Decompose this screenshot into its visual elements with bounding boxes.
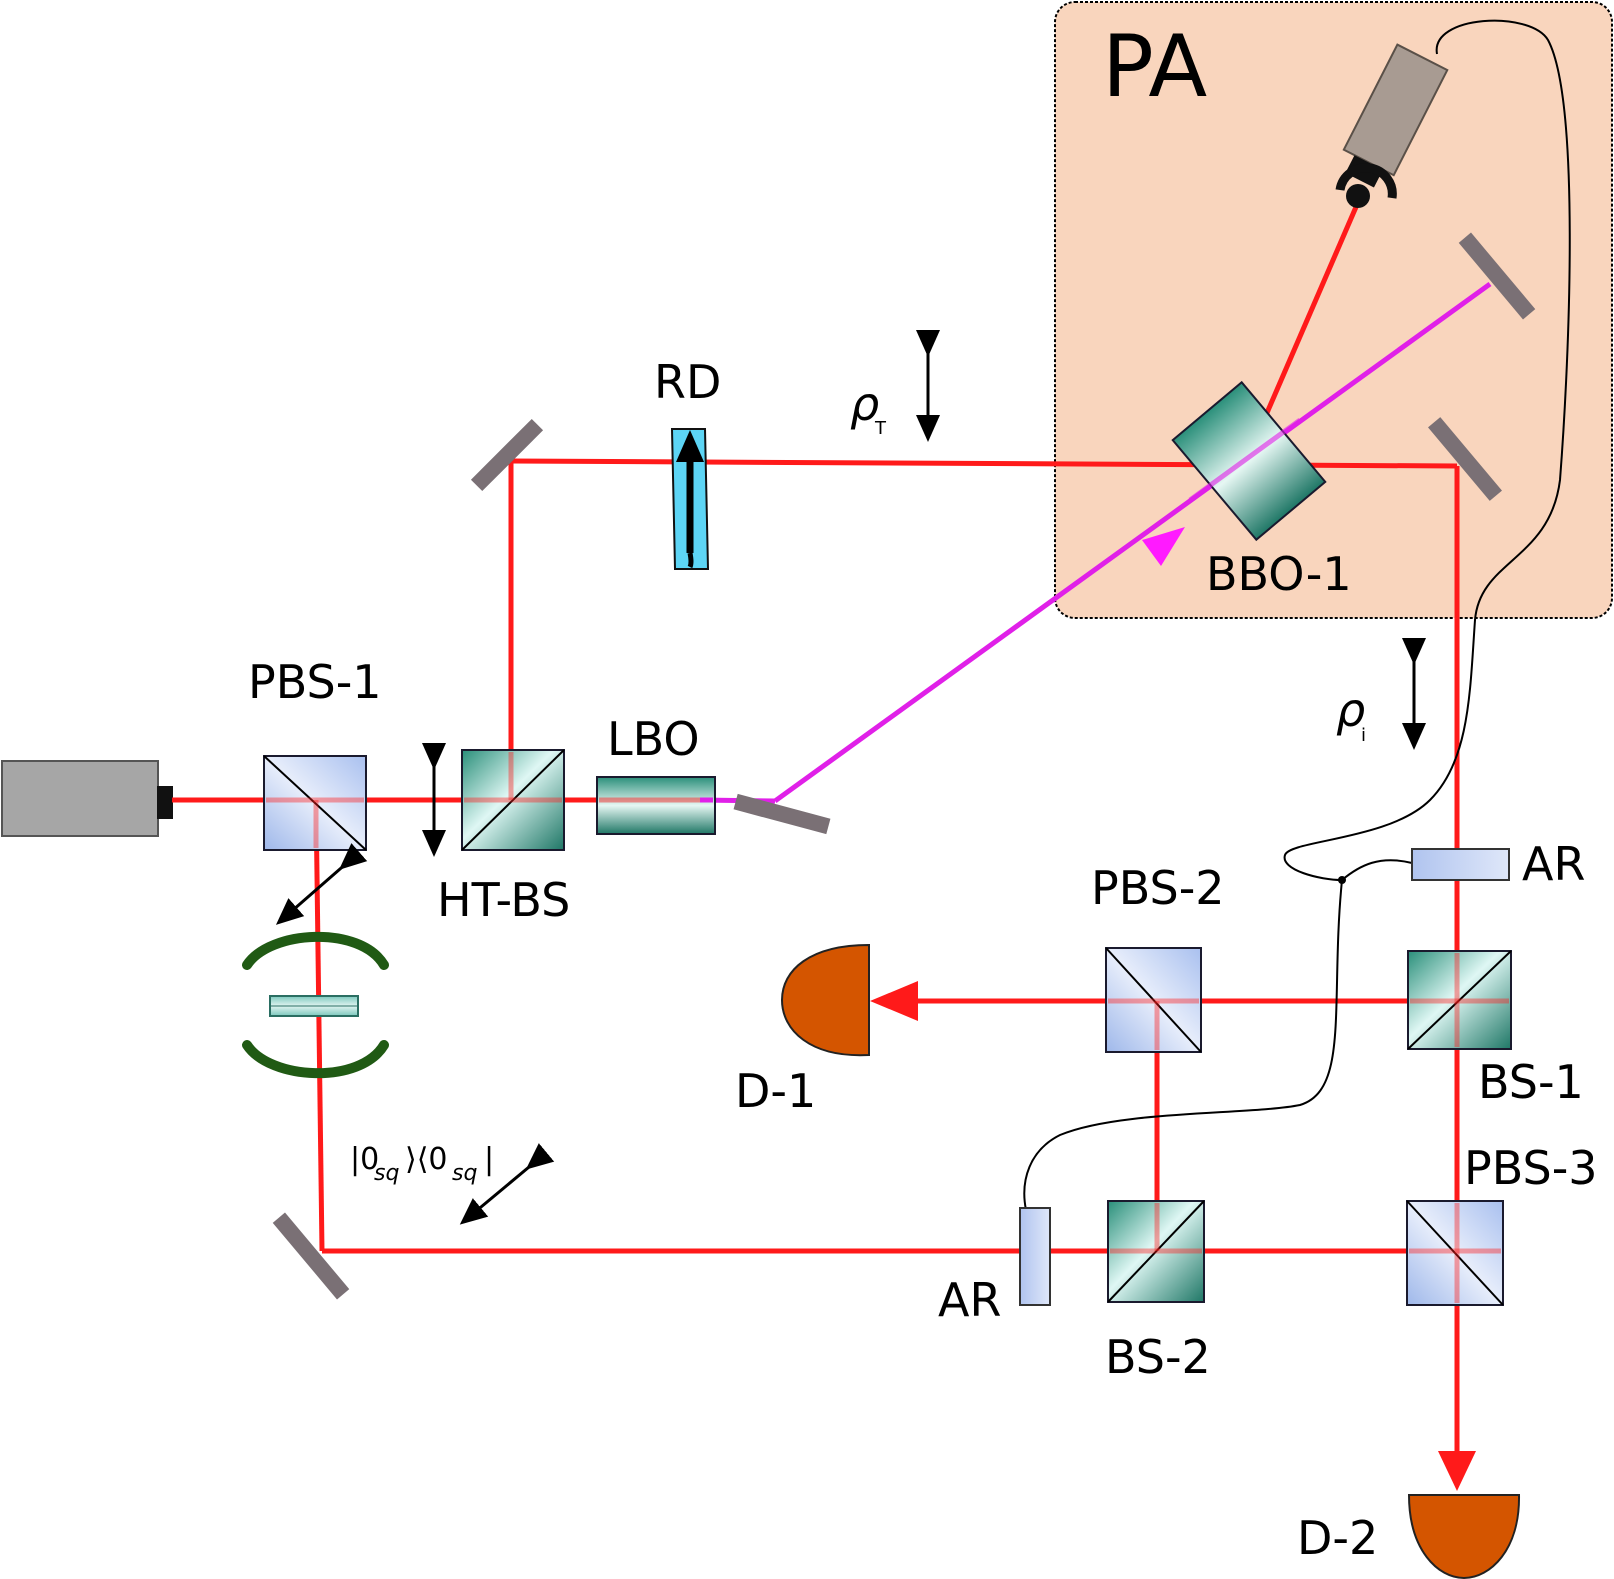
lbo-crystal: [596, 776, 716, 835]
detector-d1: [780, 943, 870, 1057]
arrow-to-d2: [1438, 1451, 1476, 1491]
label-bbo1: BBO-1: [1206, 547, 1352, 601]
ar-plate-top: [1411, 848, 1510, 881]
svg-text:ρ: ρ: [850, 377, 879, 431]
mirrors: [272, 232, 1536, 1300]
detector-d2: [1407, 1494, 1521, 1579]
svg-text:ρ: ρ: [1336, 683, 1365, 737]
label-bs2: BS-2: [1105, 1330, 1211, 1384]
laser-source: [1, 760, 159, 837]
svg-text:T: T: [874, 418, 887, 439]
bbo-beam-overlay: [1188, 417, 1302, 503]
label-d1: D-1: [735, 1064, 816, 1118]
ht-bs: [461, 749, 565, 851]
pbs-2: [1105, 947, 1202, 1053]
label-d2: D-2: [1297, 1511, 1378, 1565]
pbs-1: [263, 755, 367, 851]
lens-assembly: [242, 931, 389, 1079]
arrow-to-d1: [870, 981, 918, 1021]
pa-label: PA: [1102, 17, 1207, 117]
label-rho-t: ρ T: [850, 377, 887, 439]
arrow-pbs1-diag: [275, 843, 368, 925]
svg-text:sq: sq: [374, 1161, 399, 1186]
label-lbo: LBO: [607, 712, 700, 766]
label-ar-top: AR: [1522, 837, 1585, 891]
laser-aperture: [157, 786, 173, 819]
mirror-pa-right: [1428, 417, 1502, 501]
svg-text:|: |: [484, 1142, 494, 1177]
cable-branch: [1341, 859, 1413, 881]
rd-rotator: [670, 428, 710, 570]
bs-2: [1107, 1200, 1205, 1303]
pbs-3: [1406, 1200, 1504, 1306]
svg-text:i: i: [1361, 725, 1366, 746]
mirror-lbo-out: [733, 793, 831, 835]
pump-arrow: [1142, 527, 1185, 566]
arrow-ket-diag: [459, 1143, 555, 1225]
cable: [1023, 19, 1571, 1211]
mirror-top-left: [470, 418, 544, 492]
mirror-pa-top-right: [1458, 232, 1536, 320]
label-ar-bottom: AR: [938, 1273, 1001, 1327]
label-pbs2: PBS-2: [1091, 861, 1225, 915]
label-pbs1: PBS-1: [248, 655, 382, 709]
label-bs1: BS-1: [1478, 1055, 1584, 1109]
label-squeezed-state: |0 sq ⟩⟨0 sq |: [350, 1142, 494, 1186]
svg-text:sq: sq: [452, 1161, 477, 1186]
double-arrows: [275, 330, 1426, 1225]
camera: [1335, 43, 1449, 208]
cable-junction: [1338, 876, 1346, 884]
label-rho-i: ρ i: [1336, 683, 1366, 746]
label-htbs: HT-BS: [437, 873, 570, 927]
label-pbs3: PBS-3: [1464, 1141, 1598, 1195]
mirror-bottom-left: [272, 1212, 350, 1300]
label-rd: RD: [654, 355, 721, 409]
ar-plate-bottom: [1019, 1207, 1051, 1306]
bs-1: [1407, 950, 1512, 1050]
camera-lens-arc: [1335, 163, 1397, 199]
svg-text:|0: |0: [350, 1142, 379, 1177]
svg-text:⟩⟨0: ⟩⟨0: [405, 1142, 448, 1177]
